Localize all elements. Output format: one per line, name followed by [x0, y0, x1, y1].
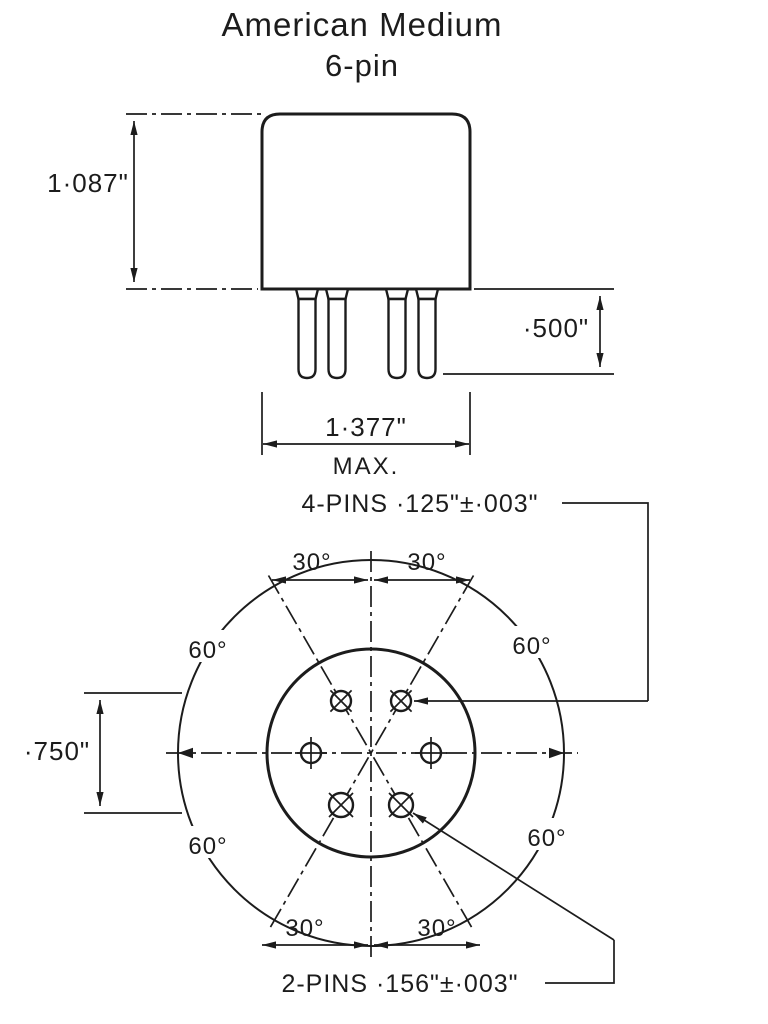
- side-view: 1·087" ·500" 1·377" MAX.: [47, 112, 614, 480]
- diagonal-centerline-right: [267, 575, 475, 931]
- large-pins-callout: 2-PINS ·156"±·003": [281, 812, 615, 998]
- small-pins-note: 4-PINS ·125"±·003": [301, 490, 538, 518]
- base-body-outline: [260, 112, 472, 291]
- dimension-body-height: 1·087": [47, 113, 262, 290]
- angle-label-lower-left: 60°: [188, 833, 227, 860]
- pin-circle-diameter-label: ·750": [24, 736, 90, 766]
- pin-length-label: ·500": [523, 313, 589, 343]
- pin-side: [414, 287, 440, 380]
- angle-label-upper-right: 60°: [512, 633, 551, 660]
- angle-label-lower-right: 60°: [527, 825, 566, 852]
- angle-label-upper-left: 60°: [188, 637, 227, 664]
- pin-bottom-small: [295, 737, 327, 769]
- small-pins-callout: 4-PINS ·125"±·003": [301, 490, 649, 705]
- pin-bottom-large: [327, 791, 355, 819]
- body-width-label: 1·377": [325, 412, 407, 442]
- angle-label-bottom-right: 30°: [417, 915, 456, 942]
- body-height-label: 1·087": [47, 168, 129, 198]
- pin-bottom-small: [389, 689, 413, 713]
- pin-side: [324, 287, 350, 380]
- pin-bottom-small: [329, 689, 353, 713]
- large-pins-note: 2-PINS ·156"±·003": [281, 970, 518, 998]
- angle-dim-bottom: 30° 30°: [262, 915, 480, 949]
- pin-side: [384, 287, 410, 380]
- base-outline-circle: [265, 647, 477, 859]
- title-line-2: 6-pin: [325, 48, 399, 83]
- drawing-title: American Medium 6-pin: [222, 6, 503, 83]
- bottom-view: 30° 30° 30° 30° 60° 60° 60° 60°: [24, 490, 649, 998]
- title-line-1: American Medium: [222, 6, 503, 43]
- dimension-pin-length: ·500": [443, 288, 614, 375]
- dimension-pin-circle: ·750": [24, 692, 182, 814]
- angle-dim-60: 60° 60° 60° 60°: [182, 626, 573, 860]
- arc-arrowhead-right: [549, 747, 564, 759]
- pin-side: [294, 287, 320, 380]
- dimension-body-width: 1·377" MAX.: [261, 392, 471, 480]
- pin-bottom-small: [415, 737, 447, 769]
- pin-bottom-large: [387, 791, 415, 819]
- angle-dim-top: 30° 30°: [272, 549, 470, 584]
- angle-label-bottom-left: 30°: [285, 915, 324, 942]
- body-width-qualifier: MAX.: [333, 453, 400, 480]
- arc-arrowhead-left: [178, 747, 193, 759]
- angle-label-top-right: 30°: [407, 549, 446, 576]
- angle-label-top-left: 30°: [292, 549, 331, 576]
